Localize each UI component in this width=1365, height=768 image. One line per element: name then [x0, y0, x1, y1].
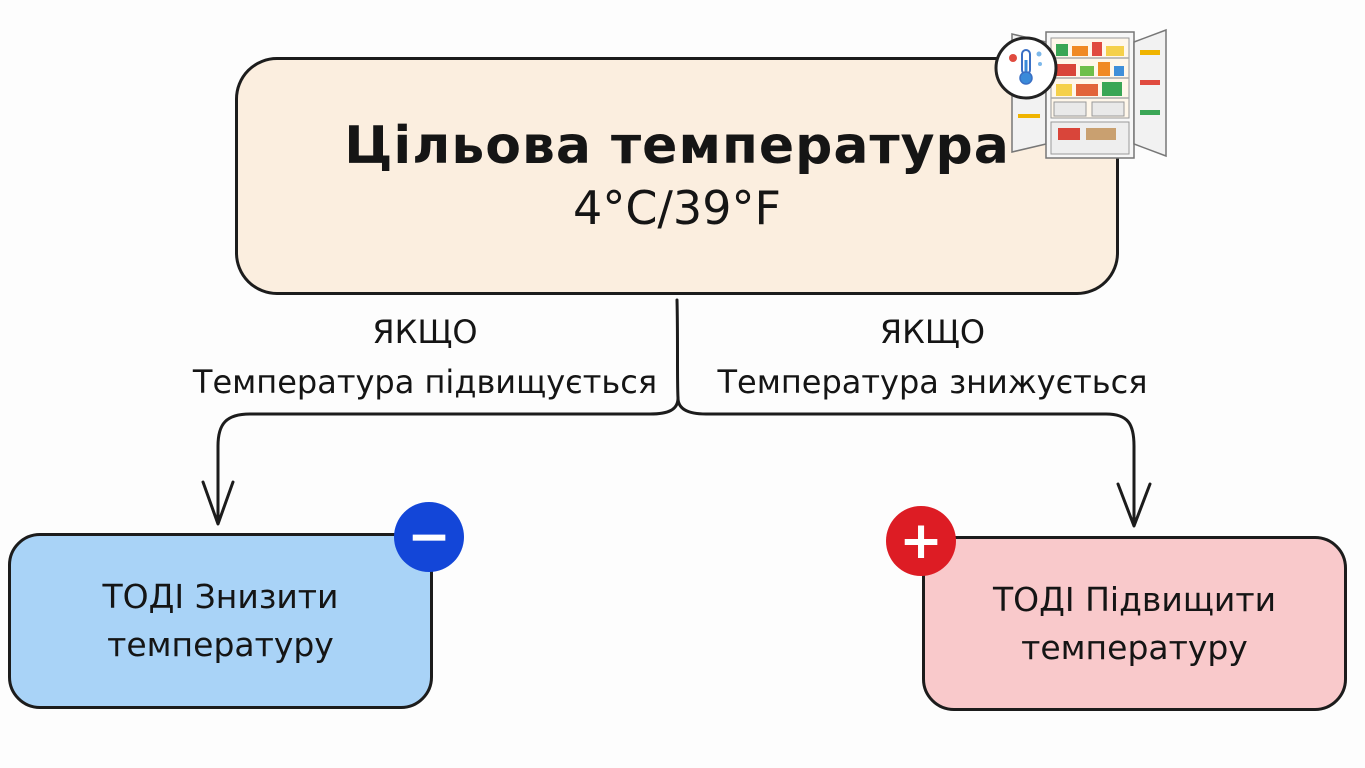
- right-branch-line: [676, 396, 1136, 526]
- result-line-1: ТОДІ Підвищити: [992, 579, 1277, 619]
- plus-icon: +: [886, 506, 956, 576]
- trunk-line: [675, 298, 680, 400]
- raise-temperature-box: ТОДІ Підвищити температуру: [922, 536, 1347, 711]
- if-label: ЯКЩО: [879, 313, 986, 351]
- target-value: 4°C/39°F: [573, 181, 781, 236]
- condition-text: Температура підвищується: [192, 362, 658, 401]
- thermometer-icon: [994, 36, 1058, 100]
- result-line-1: ТОДІ Знизити: [102, 577, 339, 617]
- condition-rising: ЯКЩО Температура підвищується: [175, 308, 675, 407]
- minus-icon: −: [394, 502, 464, 572]
- arrow-down-icon: [1116, 482, 1152, 528]
- target-title: Цільова температура: [344, 115, 1010, 176]
- left-branch-line: [216, 396, 680, 524]
- lower-temperature-box: ТОДІ Знизити температуру: [8, 533, 433, 709]
- result-line-2: температуру: [1021, 627, 1248, 667]
- open-fridge-icon: [994, 28, 1167, 159]
- target-temperature-box: Цільова температура 4°C/39°F: [235, 57, 1119, 295]
- if-label: ЯКЩО: [372, 313, 478, 351]
- condition-falling: ЯКЩО Температура знижується: [700, 308, 1165, 407]
- condition-text: Температура знижується: [717, 362, 1148, 401]
- arrow-down-icon: [201, 480, 235, 526]
- result-line-2: температуру: [107, 625, 334, 664]
